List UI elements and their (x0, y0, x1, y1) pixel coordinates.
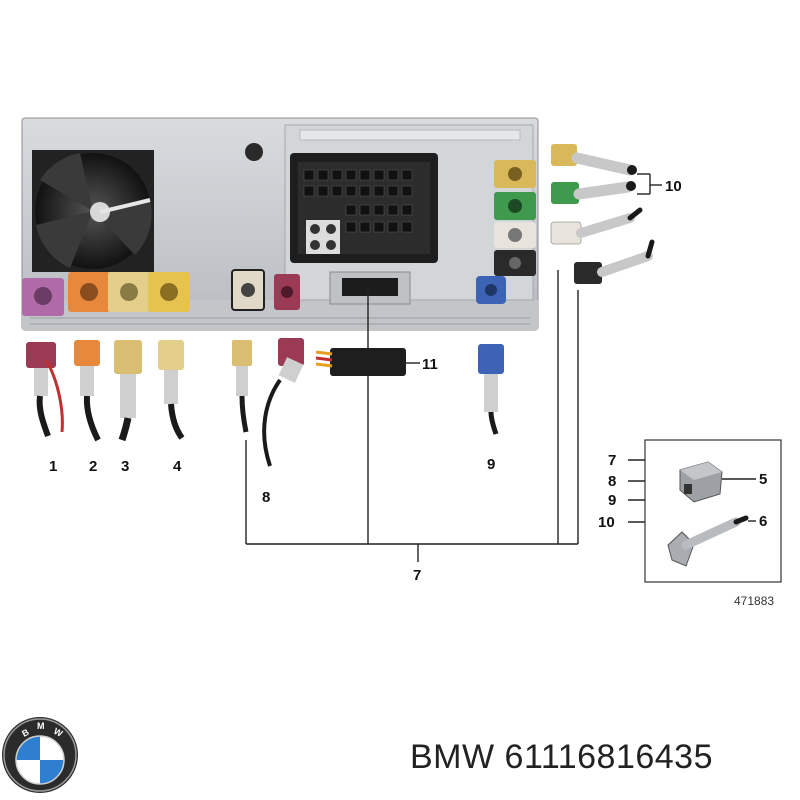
housing-fakra-sockets-right (476, 160, 536, 304)
footer-part-number: 61116816435 (504, 738, 714, 776)
cooling-fan-icon (32, 150, 154, 272)
housing-screw-icon (245, 143, 263, 161)
part-6-plug (667, 515, 749, 567)
connector-11-plug (315, 348, 406, 376)
inset-callout-10: 10 (598, 514, 615, 531)
callout-7: 7 (413, 567, 421, 584)
housing-fakra-sockets (22, 269, 300, 316)
callout-labels: 1 2 3 4 5 6 7 8 9 10 11 7 8 9 10 471883 (49, 178, 774, 608)
callout-9: 9 (487, 456, 495, 473)
inset-callout-9: 9 (608, 492, 616, 509)
svg-text:M: M (37, 721, 45, 731)
inset-callout-8: 8 (608, 473, 616, 490)
callout-2: 2 (89, 458, 97, 475)
callout-8: 8 (262, 489, 270, 506)
callout-3: 3 (121, 458, 129, 475)
callout-1: 1 (49, 458, 57, 475)
connector-3 (114, 340, 142, 442)
callout-5: 5 (759, 471, 767, 488)
footer-brand: BMW (410, 738, 495, 776)
inset-detail-box (628, 439, 782, 583)
connector-2 (74, 340, 101, 442)
connector-10-plugs (550, 144, 655, 284)
inset-callout-7: 7 (608, 452, 616, 469)
main-multipin-connector (290, 153, 438, 263)
connector-9 (478, 344, 504, 435)
part-5-socket (679, 461, 723, 503)
vent-slots (30, 317, 530, 325)
callout-4: 4 (173, 458, 182, 475)
callout-10: 10 (665, 178, 682, 195)
callout-6: 6 (759, 513, 767, 530)
footer-part-label: BMW 61116816435 (410, 738, 713, 777)
connector-8b (262, 338, 304, 467)
svg-text:B: B (20, 727, 31, 739)
leader-lines (245, 173, 662, 562)
bmw-logo-icon: B M W (2, 717, 78, 793)
connector-8a (232, 340, 252, 433)
small-socket (329, 271, 411, 305)
connector-4 (158, 340, 185, 440)
diagram-reference-number: 471883 (734, 594, 774, 608)
connector-1 (26, 342, 64, 438)
callout-11: 11 (422, 356, 438, 373)
